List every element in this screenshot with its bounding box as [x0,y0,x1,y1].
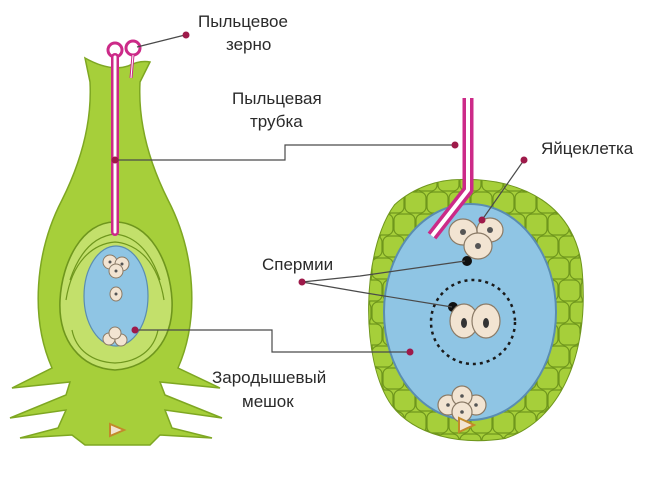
integument-cell [415,179,438,192]
label-pollen-grain-line2: зерно [226,35,272,54]
integument-cell [592,302,613,323]
integument-cell [369,323,383,346]
pointer-lines [115,34,525,353]
integument-cell [558,279,581,302]
integument-cell [393,179,416,192]
integument-cell [592,434,613,455]
integument-cell [481,433,504,441]
integument-cell [536,411,559,434]
integument-cell [547,389,570,412]
integument-cell [369,179,372,192]
integument-cell [569,301,583,324]
integument-cell [369,213,372,236]
integument-cell [525,179,548,192]
integument-cell [437,433,460,441]
integument-cell [592,214,613,235]
integument-cell [404,191,427,214]
integument-cell [558,191,581,214]
integument-cell [569,433,583,441]
integument-cell [558,411,581,434]
integument-cell [580,191,583,214]
integument-cell [547,433,570,441]
integument-cell [514,191,537,214]
ovule-enlarged [368,98,613,455]
integument-cell [369,411,383,434]
integument-cell [393,389,416,412]
integument-cell [558,323,581,346]
integument-cell [369,433,372,441]
integument-cell [369,279,383,302]
egg-apparatus-left [102,254,130,279]
integument-cell [371,433,394,441]
label-pollen-tube-line1: Пыльцевая [232,89,322,108]
integument-cell [525,389,548,412]
integument-cell [369,235,383,258]
integument-cell [580,367,583,390]
label-egg-cell: Яйцеклетка [541,139,634,158]
egg-apparatus-right [448,217,504,260]
central-cell-left [109,286,123,302]
integument-cell [415,433,438,441]
integument-cell [369,301,372,324]
integument-cell [503,433,526,441]
integument-cell [371,389,394,412]
integument-cell [547,179,570,192]
integument-cell [569,179,583,192]
integument-cell [393,433,416,441]
integument-cell [369,345,372,368]
antipodal-cells-left [102,326,128,347]
pollen-tube-right [427,98,474,240]
integument-cell [580,235,583,258]
label-pollen-grain-line1: Пыльцевое [198,12,288,31]
integument-cell [580,279,583,302]
integument-cell [547,213,570,236]
integument-cell [371,179,394,192]
central-cell-boundary [429,278,517,366]
integument-cell [592,390,613,411]
integument-cell [558,367,581,390]
sperm-cell-1 [462,256,472,266]
integument-cell [369,191,383,214]
integument-cell [525,433,548,441]
label-sperm: Спермии [262,255,334,274]
chalaza-mark-right [458,416,477,434]
integument-cell [569,389,583,412]
label-pollen-tube-line2: трубка [250,112,303,131]
label-embryo-sac-line2: мешок [242,392,294,411]
integument-cell [371,213,394,236]
chalaza-mark-left [109,422,127,438]
integument-cell [459,433,482,441]
integument-cell [592,170,613,191]
integument-cell [369,389,372,412]
integument-cell [592,258,613,279]
integument-cell [580,411,583,434]
integument-cell [382,191,405,214]
label-embryo-sac-line1: Зародышевый [212,368,327,387]
integument-cell [580,323,583,346]
integument-cell [592,346,613,367]
pistil [9,39,223,446]
integument-cell [514,411,537,434]
polar-nuclei [449,303,501,339]
integument-cell [569,213,583,236]
integument-cell [525,213,548,236]
integument-cell [393,213,416,236]
pollen-grains [106,39,142,79]
pointer-dots [111,31,528,356]
